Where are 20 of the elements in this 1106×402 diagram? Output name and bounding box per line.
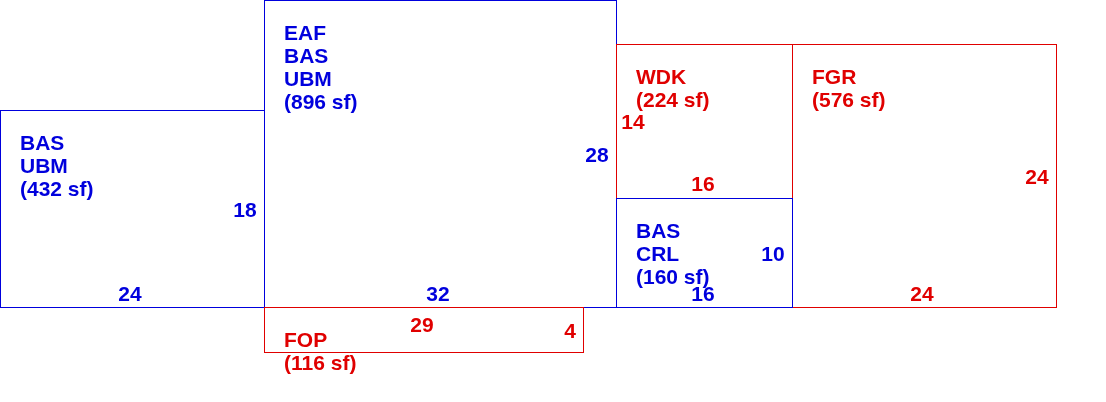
dimension-label: 18 bbox=[233, 197, 257, 221]
room-label: FGR (576 sf) bbox=[812, 65, 887, 111]
dimension-label: 28 bbox=[585, 142, 609, 166]
room-outline bbox=[616, 44, 793, 199]
room-label: FOP (116 sf) bbox=[284, 328, 358, 374]
dimension-label: 4 bbox=[564, 318, 576, 342]
room-outline bbox=[792, 44, 1057, 308]
dimension-label: 10 bbox=[761, 241, 785, 265]
room-outline bbox=[0, 110, 265, 308]
room-outline bbox=[616, 198, 793, 308]
dimension-label: 29 bbox=[410, 312, 434, 336]
dimension-label: 24 bbox=[910, 281, 934, 305]
dimension-label: 24 bbox=[1025, 164, 1049, 188]
room-label: WDK (224 sf) bbox=[636, 65, 711, 111]
room-outline bbox=[264, 0, 617, 308]
dimension-label: 32 bbox=[426, 281, 450, 305]
room-label: EAF BAS UBM (896 sf) bbox=[284, 21, 359, 113]
dimension-label: 24 bbox=[118, 281, 142, 305]
dimension-label: 16 bbox=[691, 171, 715, 195]
room-label: BAS UBM (432 sf) bbox=[20, 131, 95, 200]
